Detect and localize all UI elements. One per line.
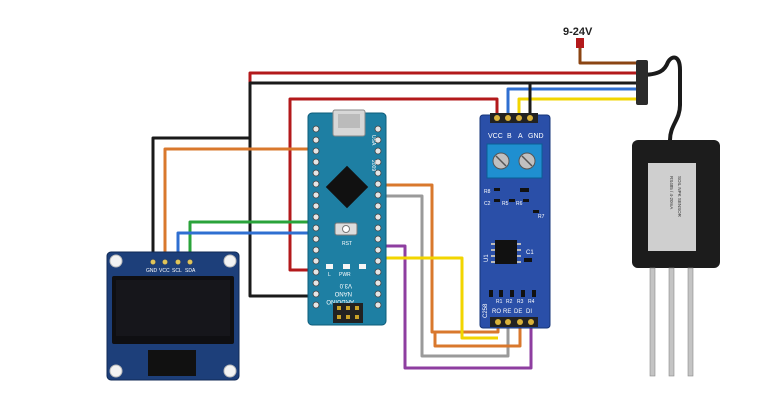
module-r2: R2 — [506, 299, 513, 305]
nano-name-label: ARDUINO — [326, 298, 354, 304]
module-pin-gnd: GND — [528, 133, 544, 140]
module-r3: R3 — [517, 299, 524, 305]
rs485-module: VCC B A GND R8 C2 R5 R6 R7 U1 C1 — [479, 113, 551, 329]
module-r5: R5 — [502, 201, 509, 207]
module-u1-label: U1 — [484, 254, 490, 262]
module-c1-label: C1 — [526, 250, 534, 256]
nano-left-pins — [312, 125, 320, 309]
module-pin-de: DE — [514, 309, 522, 315]
nano-year-label: 2009 — [370, 160, 376, 171]
wire-oled-black — [151, 136, 250, 258]
wire-orange-de — [433, 323, 522, 348]
wire-yellow-a — [517, 97, 640, 118]
oled-pin-gnd: GND — [146, 268, 158, 274]
nano-pwr-label: PWR — [339, 272, 351, 278]
module-r4: R4 — [528, 299, 535, 305]
module-pin-b: B — [507, 133, 512, 140]
power-label-group: 9-24V — [563, 26, 593, 48]
oled-hole-tr — [223, 254, 237, 268]
module-r6: R6 — [516, 201, 523, 207]
sensor-probes — [649, 267, 694, 377]
module-smd-parts — [494, 188, 539, 213]
module-pin-re: RE — [503, 309, 511, 315]
nano-usb-inner — [338, 114, 360, 128]
sensor-text-2: RS485 / 4-20mA — [669, 176, 674, 209]
module-bottom-header — [490, 317, 538, 327]
oled-ribbon — [148, 350, 196, 376]
nano-l-label: L — [328, 272, 331, 278]
oled-hole-tl — [109, 254, 123, 268]
oled-pin-sda: SDA — [185, 268, 196, 274]
module-u1-chip — [495, 240, 517, 264]
oled-pin-scl: SCL — [172, 268, 182, 274]
wire-orange-ro — [382, 183, 500, 334]
module-pin-di: DI — [526, 309, 532, 315]
wire-red-vcc — [288, 97, 499, 272]
oled-screen-inner — [116, 280, 230, 336]
wire-oled-orange — [163, 147, 312, 258]
wire-blue-b — [506, 87, 640, 118]
nano-led-2 — [343, 264, 350, 269]
wire-black-top — [248, 81, 640, 298]
oled-pin-vcc: VCC — [159, 268, 170, 274]
wire-oled-green — [188, 220, 312, 258]
nano-reset-cap — [342, 225, 350, 233]
sensor-label-plate — [648, 163, 696, 251]
nano-right-pins — [374, 125, 382, 309]
module-side-label: C258 — [483, 303, 489, 318]
nano-country-label: USA — [370, 135, 376, 146]
nano-led-3 — [359, 264, 366, 269]
module-pin-vcc: VCC — [488, 133, 503, 140]
module-r8: R8 — [484, 189, 491, 195]
module-pin-ro: RO — [492, 309, 501, 315]
module-r7: R7 — [538, 214, 545, 220]
module-resistor-row — [489, 290, 536, 297]
wire-oled-blue — [176, 231, 312, 258]
wire-black-gnd — [528, 81, 640, 118]
sensor-text-1: SOIL NPK SENSOR — [677, 176, 682, 218]
terminal-screw-1-slot — [495, 155, 507, 167]
oled-header — [150, 259, 193, 265]
cable-clamp — [636, 60, 648, 105]
nano-icsp-pins — [337, 306, 359, 319]
oled-hole-bl — [109, 364, 123, 378]
nano-model-label: NANO — [334, 290, 352, 296]
oled-hole-br — [223, 364, 237, 378]
module-c2: C2 — [484, 201, 491, 207]
wire-yellow-nano — [382, 256, 498, 340]
terminal-screw-2-slot — [521, 155, 533, 167]
sensor-cable — [639, 55, 682, 141]
nano-rst-label: RST — [342, 241, 352, 247]
soil-sensor: SOIL NPK SENSOR RS485 / 4-20mA — [632, 140, 720, 377]
nano-led-1 — [326, 264, 333, 269]
module-c1 — [524, 258, 532, 262]
module-r1: R1 — [496, 299, 503, 305]
oled-display: GND VCC SCL SDA — [106, 251, 240, 381]
wires — [151, 48, 682, 370]
nano-version-label: V3.0 — [339, 282, 352, 288]
module-top-header — [490, 113, 538, 123]
power-label: 9-24V — [563, 26, 593, 38]
power-terminal — [576, 38, 584, 48]
arduino-nano: RST PWR L ARDUINO NANO V3.0 2009 USA — [307, 109, 387, 326]
wire-power-brown — [578, 48, 640, 65]
module-pin-a: A — [518, 133, 523, 140]
wire-purple-di — [382, 244, 533, 370]
nano-mcu-chip — [325, 165, 369, 209]
module-u1-legs — [491, 243, 521, 263]
